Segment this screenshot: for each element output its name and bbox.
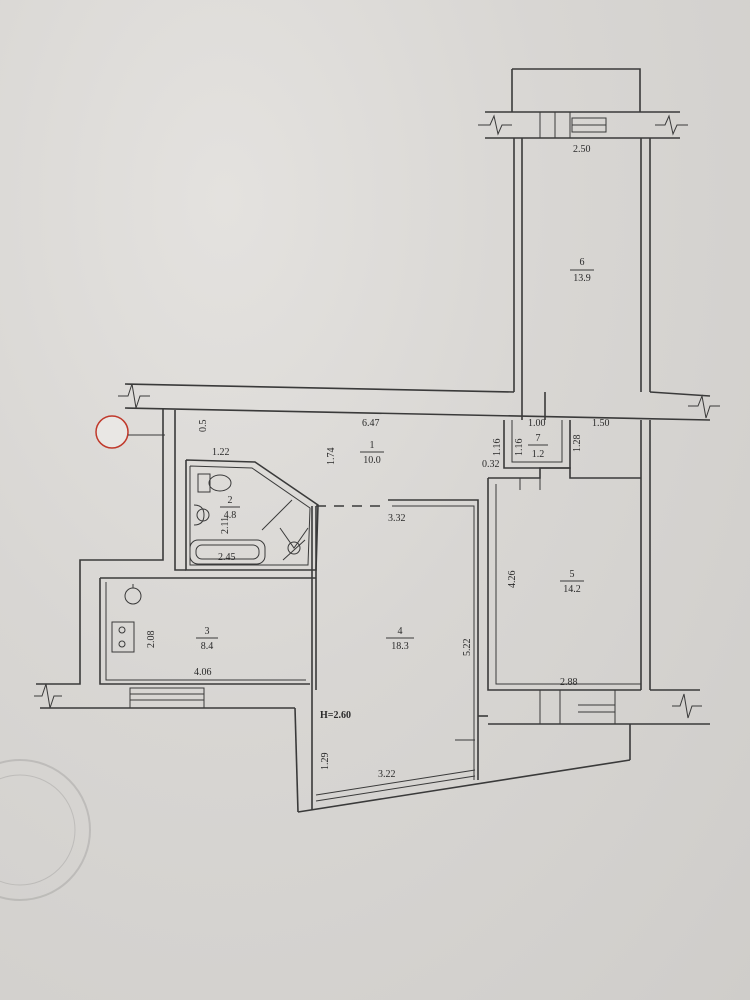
- window-icon: [129, 111, 616, 802]
- room-2-number: 2: [228, 495, 233, 506]
- dimension-label: 1.00: [528, 418, 546, 429]
- dimension-label: 2.50: [573, 144, 591, 155]
- break-line-icon: [34, 114, 720, 719]
- ceiling-height-note: H=2.60: [320, 710, 351, 721]
- dimension-label: 1.22: [212, 447, 230, 458]
- interior-walls: [99, 392, 641, 810]
- room-6-area: 13.9: [573, 273, 591, 284]
- toilet-icon: [197, 473, 232, 493]
- dimension-label: 4.06: [194, 667, 212, 678]
- dimension-label: 4.26: [507, 571, 518, 589]
- dimension-label: 2.11: [220, 517, 231, 534]
- dimension-label: 0.5: [198, 420, 209, 433]
- dimension-label: 1.16: [492, 439, 503, 457]
- dimension-label: 2.45: [218, 552, 236, 563]
- bathtub-icon: [189, 539, 266, 565]
- dimension-label: 2.08: [146, 631, 157, 649]
- dimension-label: 1.28: [572, 435, 583, 453]
- dimension-label: 3.22: [378, 769, 396, 780]
- room-4-number: 4: [398, 626, 403, 637]
- room-labels: 6 13.9 1 10.0 7 1.2 2 4.8 5 14.2 3 8.4 4…: [196, 257, 594, 721]
- dimension-label: 2.88: [560, 677, 578, 688]
- room-7-area: 1.2: [532, 449, 545, 460]
- room-3-area: 8.4: [201, 641, 214, 652]
- dimension-labels: 2.50 6.47 1.00 1.50 0.5 1.22 1.74 1.16 1…: [146, 144, 610, 780]
- door-swing-icon: [261, 478, 541, 741]
- room-3-number: 3: [205, 626, 210, 637]
- room-5-number: 5: [570, 569, 575, 580]
- dimension-label: 6.47: [362, 418, 380, 429]
- dimension-label: 1.50: [592, 418, 610, 429]
- stamp-mark: [0, 759, 91, 901]
- room-6-number: 6: [580, 257, 585, 268]
- dimension-label: 1.16: [514, 439, 525, 457]
- room-2-area: 4.8: [224, 510, 237, 521]
- exterior-walls: [36, 68, 711, 813]
- room-4-area: 18.3: [391, 641, 409, 652]
- dimension-label: 0.32: [482, 459, 500, 470]
- room-7-number: 7: [536, 433, 541, 444]
- room-1-number: 1: [370, 440, 375, 451]
- dimension-label: 5.22: [462, 639, 473, 657]
- dimension-label: 1.74: [326, 448, 337, 466]
- dimension-label: 1.29: [320, 753, 331, 771]
- stove-icon: [111, 621, 135, 653]
- sink-icon: [124, 504, 210, 605]
- room-5-area: 14.2: [563, 584, 581, 595]
- dimension-label: 3.32: [388, 513, 406, 524]
- room-1-area: 10.0: [363, 455, 381, 466]
- gas-riser-icon: [95, 415, 309, 561]
